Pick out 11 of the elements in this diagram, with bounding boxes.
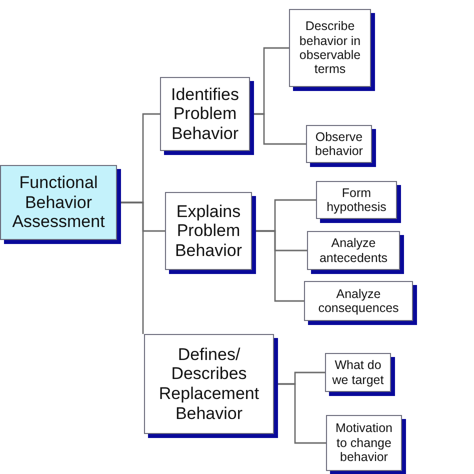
node-text: What do we target [331, 358, 385, 387]
node-text: Form hypothesis [326, 186, 388, 214]
node-text: Motivation to change behavior [334, 421, 394, 465]
node-text: Observe behavior [314, 130, 364, 158]
node-text: Identifies Problem Behavior [170, 84, 240, 144]
node-text: Analyze antecedents [318, 236, 389, 265]
node-text: Describe behavior in observable terms [298, 19, 362, 77]
node-text: Analyze consequences [317, 286, 400, 316]
node-text: Functional Behavior Assessment [11, 173, 106, 232]
node-text: Defines/ Describes Replacement Behavior [158, 344, 260, 424]
node-text: Explains Problem Behavior [174, 202, 244, 260]
